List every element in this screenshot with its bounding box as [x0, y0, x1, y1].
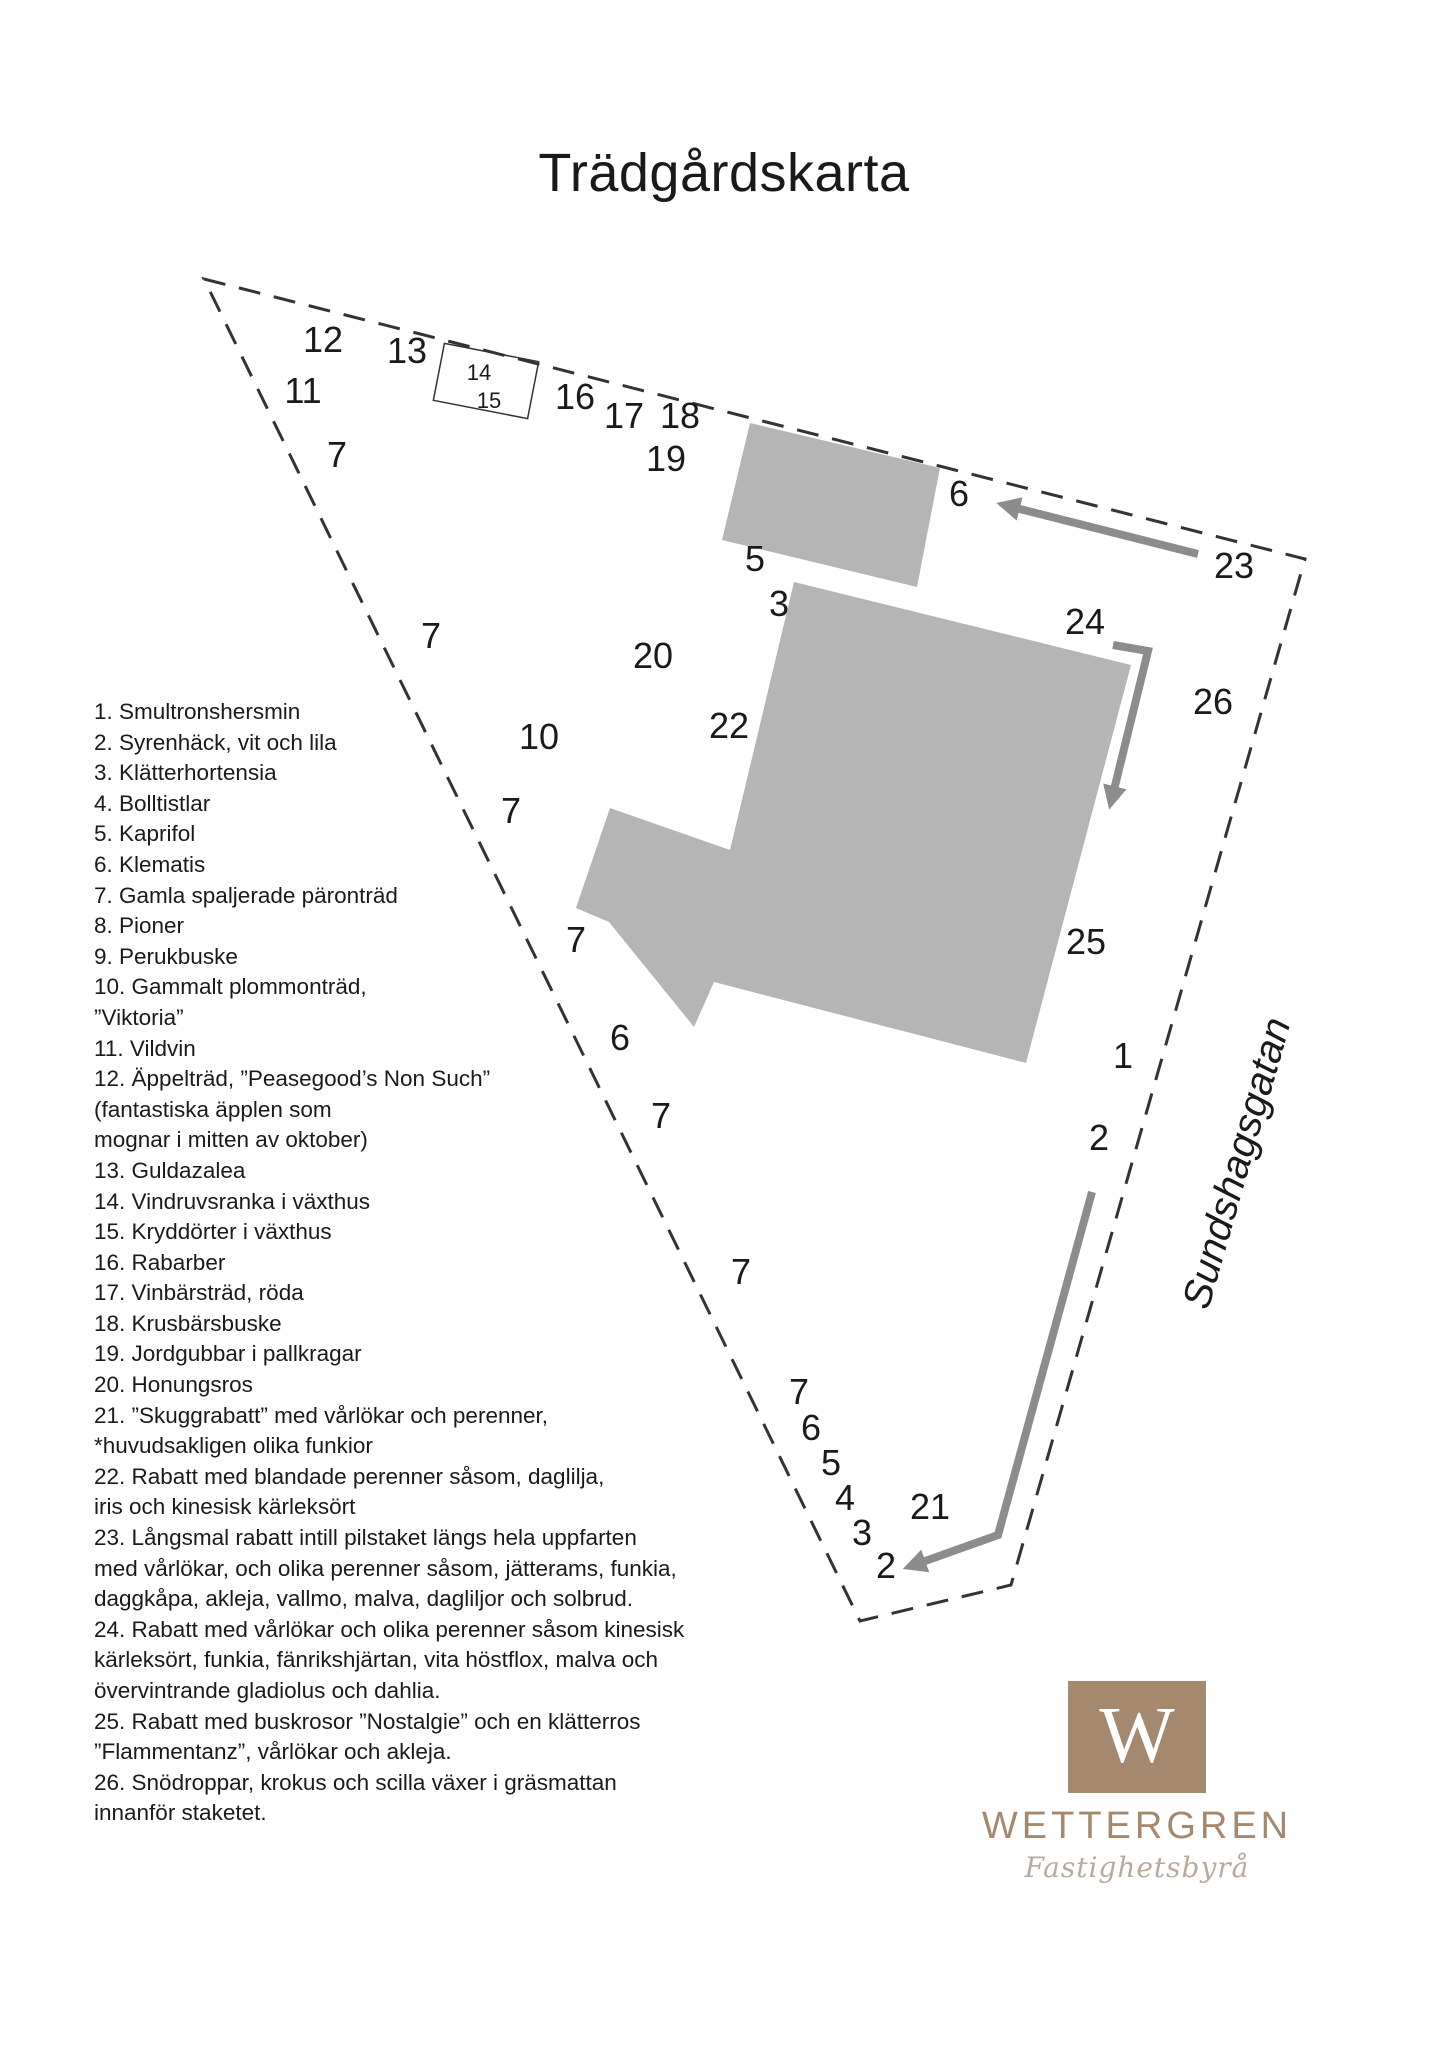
map-number-label: 5: [821, 1442, 841, 1483]
map-number-label: 25: [1066, 921, 1106, 962]
map-number-label: 6: [801, 1407, 821, 1448]
company-logo: W WETTERGREN Fastighetsbyrå: [967, 1681, 1307, 1941]
legend-item: 9. Perukbuske: [94, 943, 238, 969]
legend-item: 17. Vinbärsträd, röda: [94, 1280, 304, 1306]
legend-item: 25. Rabatt med buskrosor ”Nostalgie” och…: [94, 1708, 641, 1734]
map-number-label: 10: [519, 716, 559, 757]
legend-item: 26. Snödroppar, krokus och scilla växer …: [94, 1769, 617, 1795]
legend-item: 13. Guldazalea: [94, 1157, 246, 1183]
legend-item: iris och kinesisk kärleksört: [94, 1494, 356, 1520]
map-number-label: 1: [1113, 1035, 1133, 1076]
legend-item: 5. Kaprifol: [94, 821, 196, 847]
map-number-label: 7: [789, 1371, 809, 1412]
legend-item: med vårlökar, och olika perenner såsom, …: [94, 1555, 677, 1581]
map-number-label: 6: [610, 1017, 630, 1058]
map-number-label: 16: [555, 376, 595, 417]
legend-item: 6. Klematis: [94, 851, 206, 877]
map-number-label: 21: [910, 1486, 950, 1527]
legend-item: 24. Rabatt med vårlökar och olika perenn…: [94, 1616, 685, 1642]
map-number-label: 3: [852, 1512, 872, 1553]
street-name: Sundshagsgatan: [1174, 1013, 1299, 1314]
map-number-label: 7: [566, 919, 586, 960]
legend-item: 20. Honungsros: [94, 1372, 253, 1398]
logo-mark: W: [1068, 1681, 1206, 1793]
map-number-label: 5: [745, 538, 765, 579]
map-number-label: 2: [1089, 1117, 1109, 1158]
page-title: Trädgårdskarta: [538, 143, 910, 203]
main-house: [576, 582, 1131, 1063]
map-number-label: 22: [709, 705, 749, 746]
greenhouse-icon: [432, 342, 540, 420]
greenhouse-label-15: 15: [477, 388, 501, 413]
map-number-label: 13: [387, 330, 427, 371]
greenhouse-label-14: 14: [467, 360, 491, 385]
legend-item: 1. Smultronshersmin: [94, 699, 301, 724]
logo-letter: W: [1099, 1692, 1175, 1780]
legend-item: 16. Rabarber: [94, 1249, 226, 1275]
map-number-label: 6: [949, 473, 969, 514]
map-number-label: 7: [651, 1095, 671, 1136]
plant-legend: 1. Smultronshersmin 2. Syrenhäck, vit och…: [94, 697, 794, 1829]
legend-item: 23. Långsmal rabatt intill pilstaket län…: [94, 1525, 637, 1551]
map-number-label: 3: [769, 583, 789, 624]
legend-item: daggkåpa, akleja, vallmo, malva, daglilj…: [94, 1586, 634, 1612]
map-number-label: 26: [1193, 681, 1233, 722]
map-number-label: 23: [1214, 545, 1254, 586]
legend-item: *huvudsakligen olika funkior: [94, 1433, 373, 1459]
map-number-label: 19: [646, 438, 686, 479]
planting-bed-arrow-icon: [902, 1190, 1096, 1573]
legend-item: 18. Krusbärsbuske: [94, 1310, 282, 1336]
map-number-label: 17: [604, 395, 644, 436]
legend-item: kärleksört, funkia, fänrikshjärtan, vita…: [94, 1647, 658, 1673]
map-number-label: 7: [731, 1251, 751, 1292]
legend-item: 10. Gammalt plommonträd,: [94, 974, 367, 1000]
map-number-label: 18: [660, 395, 700, 436]
legend-item: 12. Äppelträd, ”Peasegood’s Non Such”: [94, 1066, 491, 1092]
map-number-label: 24: [1065, 601, 1105, 642]
map-number-label: 7: [421, 615, 441, 656]
legend-item: 11. Vildvin: [94, 1035, 196, 1061]
legend-item: 19. Jordgubbar i pallkragar: [94, 1341, 362, 1367]
legend-item: mognar i mitten av oktober): [94, 1127, 368, 1153]
legend-item: 15. Kryddörter i växthus: [94, 1219, 332, 1245]
logo-tagline: Fastighetsbyrå: [1024, 1851, 1250, 1884]
logo-name: WETTERGREN: [981, 1805, 1293, 1847]
legend-item: 2. Syrenhäck, vit och lila: [94, 729, 337, 755]
legend-item: 8. Pioner: [94, 913, 185, 939]
legend-item: ”Flammentanz”, vårlökar och akleja.: [94, 1739, 452, 1765]
planting-bed-arrow-icon: [1103, 641, 1153, 810]
map-number-label: 20: [633, 635, 673, 676]
legend-item: 21. ”Skuggrabatt” med vårlökar och peren…: [94, 1402, 548, 1428]
legend-item: ”Viktoria”: [94, 1004, 184, 1030]
planting-bed-arrow-icon: [996, 497, 1199, 558]
legend-item: 22. Rabatt med blandade perenner såsom, …: [94, 1463, 605, 1489]
map-number-label: 12: [303, 319, 343, 360]
garage-building: [722, 423, 940, 587]
map-number-label: 2: [876, 1545, 896, 1586]
property-fence: [201, 276, 1307, 1623]
legend-item: 7. Gamla spaljerade päronträd: [94, 882, 398, 908]
legend-item: 14. Vindruvsranka i växthus: [94, 1188, 370, 1214]
map-number-label: 11: [284, 370, 321, 411]
map-number-label: 7: [501, 790, 521, 831]
map-number-label: 7: [327, 434, 347, 475]
legend-item: innanför staketet.: [94, 1800, 267, 1826]
map-number-label: 4: [835, 1477, 855, 1518]
legend-item: 4. Bolltistlar: [94, 790, 211, 816]
legend-item: (fantastiska äpplen som: [94, 1096, 332, 1122]
legend-item: 3. Klätterhortensia: [94, 760, 277, 786]
legend-item: övervintrande gladiolus och dahlia.: [94, 1678, 441, 1703]
